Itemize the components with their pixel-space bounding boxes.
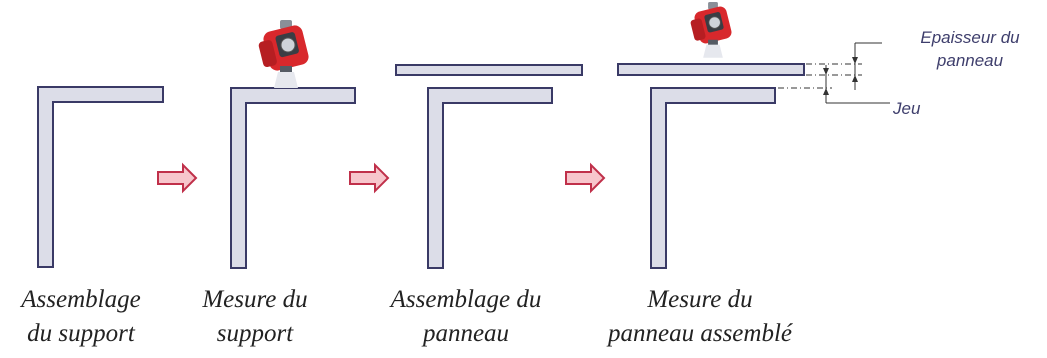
caption-step-1-line1: Assemblage bbox=[21, 286, 141, 313]
support-bracket-3 bbox=[427, 87, 553, 269]
caption-step-3-line2: panneau bbox=[422, 320, 510, 347]
support-bracket-2 bbox=[230, 87, 356, 269]
arrow-right-icon bbox=[157, 162, 198, 194]
caption-step-4-line1: Mesure du bbox=[647, 286, 753, 313]
caption-step-3-line1: Assemblage du bbox=[390, 286, 542, 313]
thickness-label: Epaisseur du panneau bbox=[895, 26, 1045, 72]
thickness-label-line1: Epaisseur du bbox=[920, 28, 1020, 47]
caption-step-2: Mesure du support bbox=[180, 283, 330, 351]
caption-step-4-line2: panneau assemblé bbox=[608, 320, 792, 347]
panel-plate-3 bbox=[395, 64, 583, 76]
laser-sensor-icon bbox=[257, 19, 311, 89]
laser-sensor-icon bbox=[689, 1, 734, 59]
dimension-arrowheads bbox=[823, 57, 858, 95]
arrow-right-icon bbox=[565, 162, 606, 194]
caption-step-1-line2: du support bbox=[27, 320, 135, 347]
caption-step-1: Assemblage du support bbox=[0, 283, 162, 351]
gap-label: Jeu bbox=[893, 99, 921, 118]
caption-step-2-line1: Mesure du bbox=[202, 286, 308, 313]
caption-step-4: Mesure du panneau assemblé bbox=[585, 283, 815, 351]
dimension-lines bbox=[778, 42, 890, 104]
support-bracket-1 bbox=[37, 86, 164, 268]
caption-step-2-line2: support bbox=[216, 320, 294, 347]
caption-step-3: Assemblage du panneau bbox=[366, 283, 566, 351]
thickness-label-line2: panneau bbox=[936, 51, 1004, 70]
panel-plate-4 bbox=[617, 63, 805, 76]
arrow-right-icon bbox=[349, 162, 390, 194]
support-bracket-4 bbox=[650, 87, 776, 269]
